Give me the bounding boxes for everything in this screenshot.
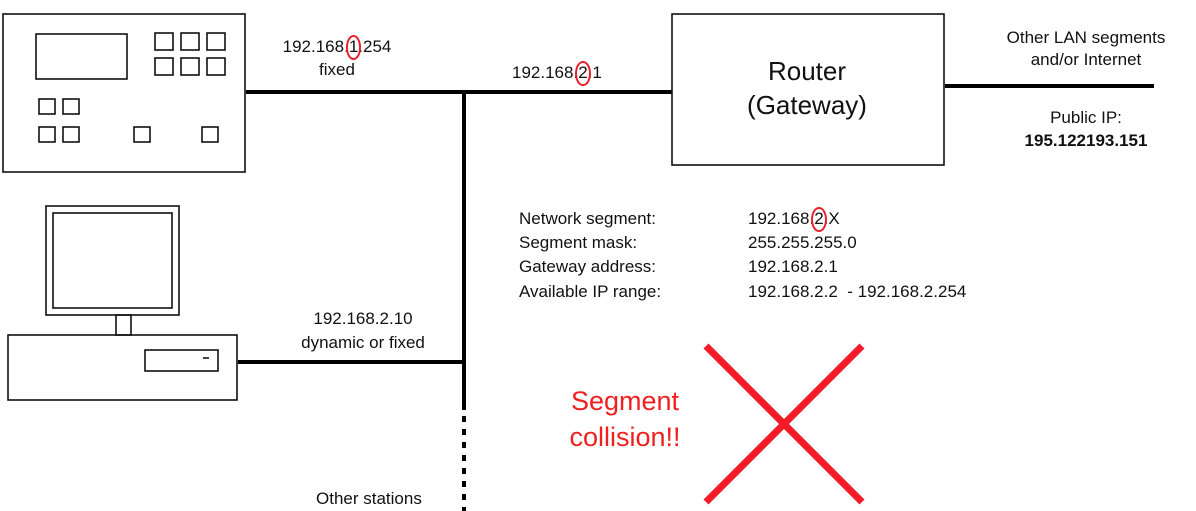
- router-box: [671, 13, 945, 166]
- router-label: Router (Gateway): [747, 56, 867, 120]
- collision-cross-icon: [703, 343, 865, 505]
- highlighted-octet-segment: 2: [811, 207, 828, 232]
- pc-monitor-stand: [115, 314, 132, 336]
- pc-ip-mode: dynamic or fixed: [301, 333, 425, 352]
- pc-ip: 192.168.2.10: [313, 309, 413, 328]
- segment-value-mask: 255.255.255.0: [748, 233, 857, 252]
- pc-monitor-screen: [52, 212, 173, 309]
- other-lan-label: Other LAN segments and/or Internet: [1006, 28, 1166, 69]
- segment-value-range: 192.168.2.2 - 192.168.2.254: [748, 282, 967, 301]
- device-panel: [2, 13, 246, 173]
- segment-label-gateway: Gateway address:: [519, 257, 657, 276]
- segment-label-mask: Segment mask:: [519, 233, 638, 252]
- public-ip-label: Public IP:: [1050, 108, 1122, 127]
- segment-label-network: Network segment:: [519, 209, 656, 228]
- router-ip: 192.168.2.1: [512, 61, 602, 86]
- segment-value-network: 192.168.2.X: [748, 207, 840, 232]
- segment-value-gateway: 192.168.2.1: [748, 257, 838, 276]
- highlighted-octet-1: 1: [345, 35, 362, 60]
- public-ip-value: 195.122193.151: [1024, 131, 1148, 150]
- segment-label-range: Available IP range:: [519, 282, 662, 301]
- device-panel-ip-mode: fixed: [319, 60, 355, 79]
- pc-monitor-outer: [45, 205, 180, 316]
- device-panel-display: [35, 33, 128, 80]
- device-panel-body: [2, 13, 246, 173]
- pc-drive-bay: [144, 349, 219, 372]
- other-stations-label: Other stations: [316, 489, 422, 508]
- device-pc: [7, 205, 238, 401]
- collision-warning: Segment collision!!: [569, 386, 681, 452]
- device-panel-ip: 192.168.1.254: [282, 35, 392, 60]
- highlighted-octet-router: 2: [575, 61, 592, 86]
- pc-case: [7, 334, 238, 401]
